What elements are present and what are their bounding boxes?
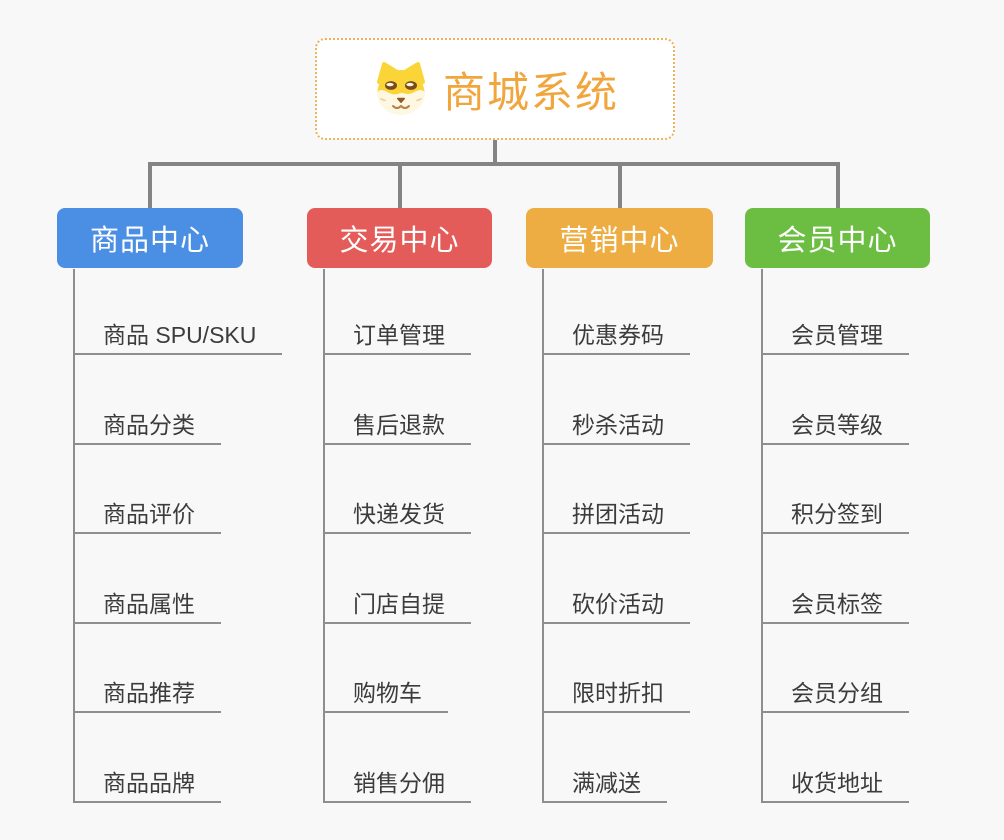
branch-spine	[542, 269, 544, 802]
child-node[interactable]: 订单管理	[323, 317, 471, 355]
branch-label: 会员中心	[777, 225, 898, 257]
child-node[interactable]: 商品分类	[73, 407, 221, 445]
root-title: 商城系统	[442, 68, 619, 116]
connector-horizontal	[148, 162, 840, 166]
connector-root-stub	[493, 139, 497, 164]
child-node[interactable]: 商品属性	[73, 586, 221, 624]
child-node[interactable]: 销售分佣	[323, 765, 471, 803]
dog-face-icon	[371, 61, 431, 117]
child-node[interactable]: 会员等级	[761, 407, 909, 445]
branch-spine	[73, 269, 75, 802]
child-node[interactable]: 限时折扣	[542, 675, 690, 713]
connector-branch-stub-trade	[398, 162, 402, 208]
child-node[interactable]: 满减送	[542, 765, 667, 803]
connector-branch-stub-members	[836, 162, 840, 208]
child-node[interactable]: 商品 SPU/SKU	[73, 317, 283, 355]
branch-node-members[interactable]: 会员中心	[745, 208, 930, 268]
child-node[interactable]: 会员管理	[761, 317, 909, 355]
branch-node-trade[interactable]: 交易中心	[307, 208, 492, 268]
child-node[interactable]: 会员标签	[761, 586, 909, 624]
branch-label: 营销中心	[559, 225, 680, 257]
child-node[interactable]: 商品推荐	[73, 675, 221, 713]
child-node[interactable]: 售后退款	[323, 407, 471, 445]
branch-node-marketing[interactable]: 营销中心	[526, 208, 713, 268]
child-node[interactable]: 购物车	[323, 675, 448, 713]
branch-spine	[761, 269, 763, 802]
child-node[interactable]: 秒杀活动	[542, 407, 690, 445]
branch-children-members: 会员管理 会员等级 积分签到 会员标签 会员分组 收货地址	[761, 269, 1004, 803]
branch-children-products: 商品 SPU/SKU 商品分类 商品评价 商品属性 商品推荐 商品品牌	[73, 269, 318, 803]
child-node[interactable]: 会员分组	[761, 675, 909, 713]
branch-children-marketing: 优惠券码 秒杀活动 拼团活动 砍价活动 限时折扣 满减送	[542, 269, 787, 803]
child-node[interactable]: 砍价活动	[542, 586, 690, 624]
child-node[interactable]: 快递发货	[323, 496, 471, 534]
connector-branch-stub-products	[148, 162, 152, 208]
child-node[interactable]: 优惠券码	[542, 317, 690, 355]
branch-label: 交易中心	[339, 225, 460, 257]
child-node[interactable]: 商品评价	[73, 496, 221, 534]
branch-children-trade: 订单管理 售后退款 快递发货 门店自提 购物车 销售分佣	[323, 269, 568, 803]
connector-branch-stub-marketing	[618, 162, 622, 208]
root-node[interactable]: 商城系统	[315, 38, 675, 140]
child-node[interactable]: 拼团活动	[542, 496, 690, 534]
child-node[interactable]: 积分签到	[761, 496, 909, 534]
child-node[interactable]: 商品品牌	[73, 765, 221, 803]
branch-node-products[interactable]: 商品中心	[57, 208, 243, 268]
branch-spine	[323, 269, 325, 802]
child-node[interactable]: 收货地址	[761, 765, 909, 803]
branch-label: 商品中心	[89, 225, 210, 257]
child-node[interactable]: 门店自提	[323, 586, 471, 624]
